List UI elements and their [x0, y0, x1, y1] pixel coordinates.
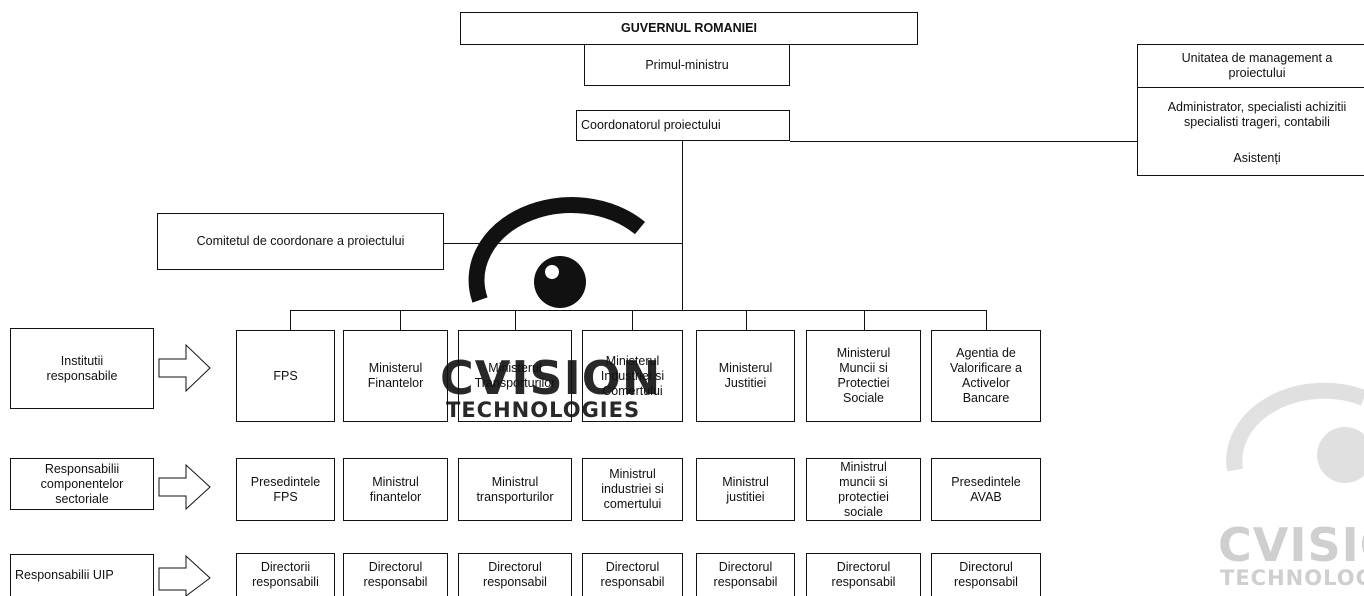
connector-committee — [444, 243, 682, 244]
arrow-right-icon — [158, 463, 211, 511]
institution-box: Ministerul Justitiei — [696, 330, 795, 422]
row-label-uip-heads: Responsabilii UIP — [10, 554, 154, 596]
connector-horizontal-bus — [290, 310, 986, 311]
institution-box: Ministerul Finantelor — [343, 330, 448, 422]
connector-drop-2 — [400, 310, 401, 330]
component-head-box: Presedintele FPS — [236, 458, 335, 521]
connector-drop-1 — [290, 310, 291, 330]
arrow-right-icon — [158, 343, 211, 393]
uip-head-box: Directorul responsabil — [458, 553, 572, 596]
prime-minister-box: Primul-ministru — [584, 45, 790, 86]
uip-head-box: Directorul responsabil — [582, 553, 683, 596]
institution-box: FPS — [236, 330, 335, 422]
row-label-component-heads: Responsabilii componentelor sectoriale — [10, 458, 154, 510]
pmu-staff-box: Administrator, specialisti achizitii spe… — [1137, 88, 1364, 143]
uip-head-box: Directorul responsabil — [806, 553, 921, 596]
component-head-box: Ministrul industriei si comertului — [582, 458, 683, 521]
connector-drop-7 — [986, 310, 987, 330]
institution-box: Agentia de Valorificare a Activelor Banc… — [931, 330, 1041, 422]
connector-coordinator-down — [682, 140, 683, 310]
uip-head-box: Directorul responsabil — [931, 553, 1041, 596]
row-label-institutions: Institutii responsabile — [10, 328, 154, 409]
pmu-assistants-box: Asistenți — [1137, 142, 1364, 176]
institution-box: Ministerul Industriei si Comertului — [582, 330, 683, 422]
component-head-box: Ministrul finantelor — [343, 458, 448, 521]
watermark-sub-faded: TECHNOLOGIES — [1220, 566, 1364, 590]
committee-box: Comitetul de coordonare a proiectului — [157, 213, 444, 270]
connector-drop-3 — [515, 310, 516, 330]
component-head-box: Presedintele AVAB — [931, 458, 1041, 521]
institution-box: Ministerul Transporturilor — [458, 330, 572, 422]
uip-head-box: Directorii responsabili — [236, 553, 335, 596]
coordinator-box: Coordonatorul proiectului — [576, 110, 790, 141]
watermark-sub: TECHNOLOGIES — [446, 398, 641, 422]
component-head-box: Ministrul muncii si protectiei sociale — [806, 458, 921, 521]
uip-head-box: Directorul responsabil — [343, 553, 448, 596]
watermark-brand-faded: CVISION — [1218, 518, 1364, 572]
component-head-box: Ministrul transporturilor — [458, 458, 572, 521]
connector-coordinator-pmu — [790, 141, 1364, 142]
component-head-box: Ministrul justitiei — [696, 458, 795, 521]
arrow-right-icon — [158, 554, 211, 596]
pmu-title-box: Unitatea de management a proiectului — [1137, 44, 1364, 88]
connector-drop-4 — [632, 310, 633, 330]
connector-drop-5 — [746, 310, 747, 330]
watermark-brand: CVISION — [440, 351, 662, 405]
uip-head-box: Directorul responsabil — [696, 553, 795, 596]
connector-drop-6 — [864, 310, 865, 330]
government-box: GUVERNUL ROMANIEI — [460, 12, 918, 45]
institution-box: Ministerul Muncii si Protectiei Sociale — [806, 330, 921, 422]
